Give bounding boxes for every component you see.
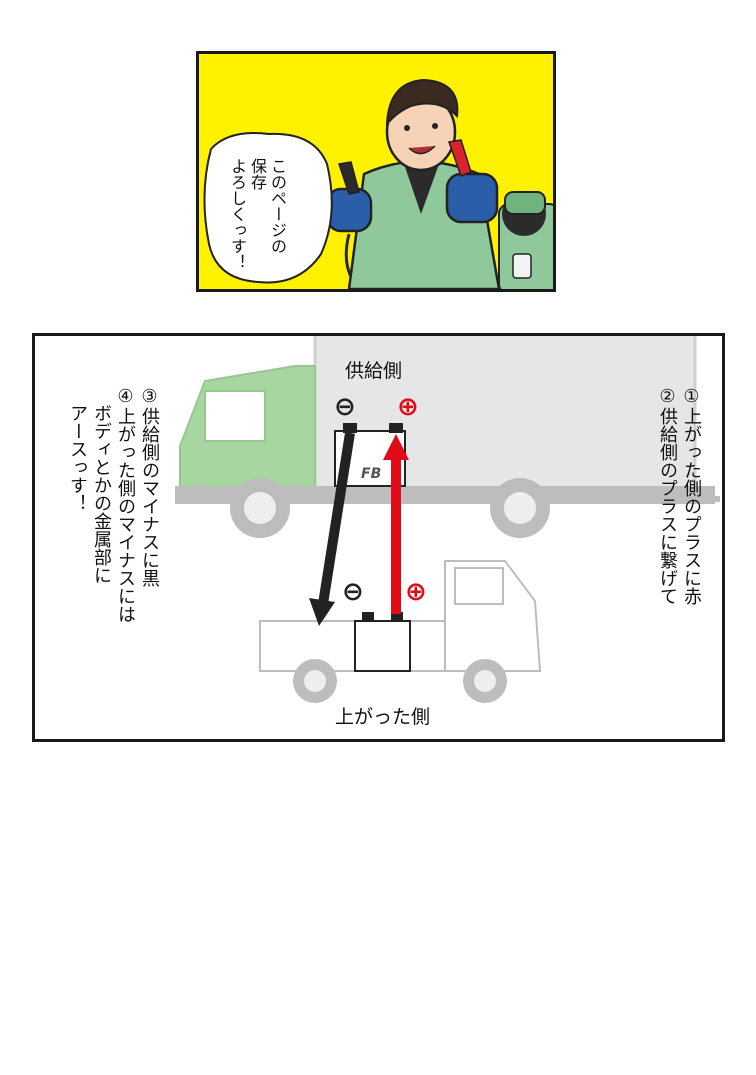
supply-plus-symbol: ⊕ bbox=[397, 392, 419, 422]
black-cable-arrow bbox=[309, 432, 355, 626]
red-cable-arrow bbox=[383, 434, 409, 614]
mechanic-illustration bbox=[203, 78, 553, 289]
trucks-diagram bbox=[175, 336, 720, 703]
speech-bubble-text: このページの 保存 よろしくっす！ bbox=[228, 158, 287, 270]
supply-minus-symbol: ⊖ bbox=[334, 392, 356, 422]
raised-minus-symbol: ⊖ bbox=[342, 577, 364, 607]
battery-brand-label: FB bbox=[361, 466, 382, 482]
raised-side-label: 上がった側 bbox=[335, 706, 431, 728]
supply-truck bbox=[175, 336, 720, 538]
raised-plus-symbol: ⊕ bbox=[405, 577, 427, 607]
small-character bbox=[498, 191, 553, 289]
left-steps-text: ③供給側のマイナスに黒 ④上がった側のマイナスには ボディとかの金属部に アース… bbox=[67, 386, 160, 623]
comic-panel: このページの 保存 よろしくっす！ bbox=[196, 51, 556, 292]
raised-battery bbox=[354, 612, 411, 672]
right-steps-text: ①上がった側のプラスに赤 ②供給側のプラスに繋げて bbox=[657, 386, 702, 605]
supply-side-label: 供給側 bbox=[345, 360, 403, 382]
jumpstart-diagram-panel: 供給側 ⊖ ⊕ FB ⊖ ⊕ 上がった側 ①上がった側のプラスに赤 ②供給側のプ… bbox=[32, 333, 725, 742]
